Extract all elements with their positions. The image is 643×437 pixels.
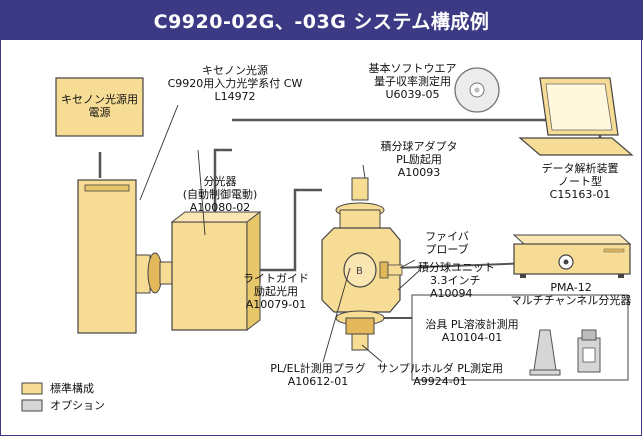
- legend-option-label: オプション: [50, 399, 105, 412]
- spectrometer-box: [171, 221, 248, 331]
- xenon-source-body: [77, 179, 137, 334]
- page-title: C9920-02G、-03G システム構成例: [0, 0, 643, 40]
- legend-option-swatch: [21, 399, 43, 412]
- svg-text:B: B: [356, 266, 363, 277]
- fiber-connector: [387, 264, 403, 276]
- spectrometer-cable: [250, 188, 322, 272]
- spectrometer-label: 分光器(自動制御電動)A10080-02: [182, 175, 258, 214]
- diagram-frame: [0, 40, 642, 436]
- laptop-base: [518, 137, 634, 156]
- xenon-psu-label: キセノン光源用電源: [61, 93, 138, 119]
- legend-standard-swatch: [21, 382, 43, 395]
- legend-standard-label: 標準構成: [50, 382, 94, 395]
- sphere-port: [343, 252, 377, 288]
- fiber-probe-label: ファイバプローブ: [425, 230, 469, 256]
- xenon-leader: [139, 104, 179, 201]
- xenon-psu-box: [55, 77, 144, 137]
- sample-holder: [351, 333, 369, 351]
- pc-spectrometer-cable: [232, 118, 602, 138]
